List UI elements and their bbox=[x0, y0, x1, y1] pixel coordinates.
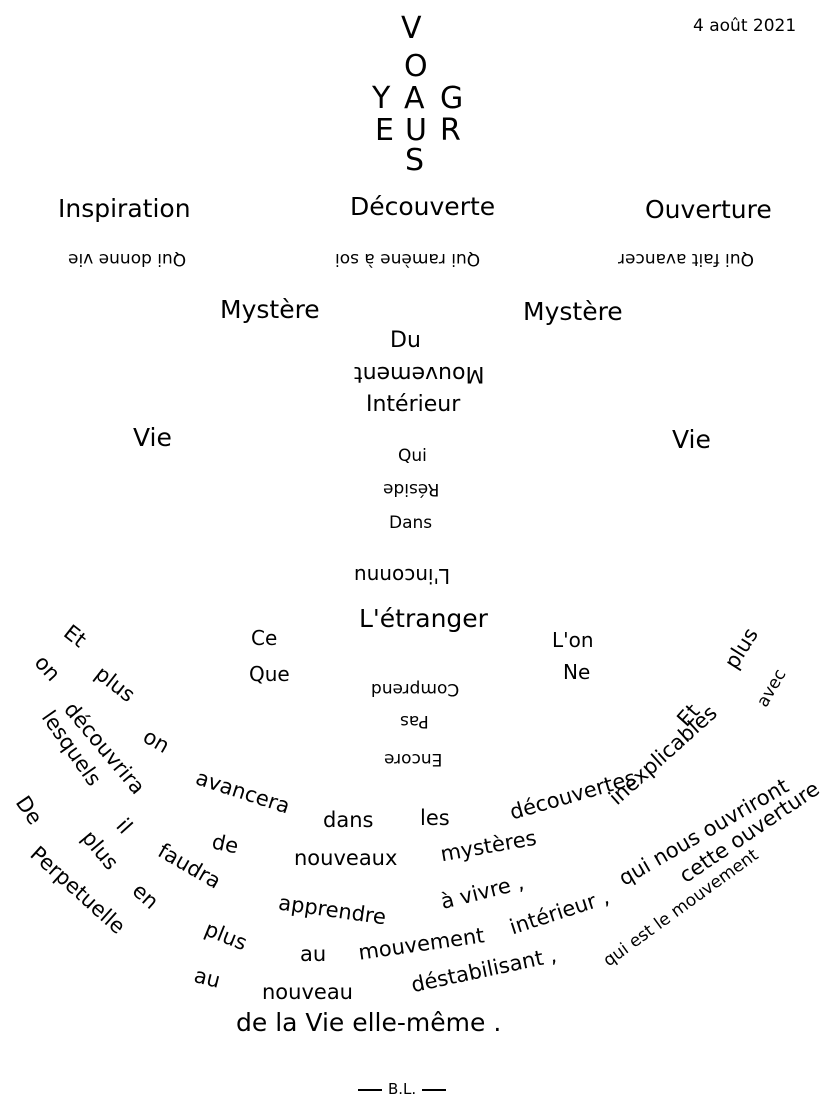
arc-apprendre: apprendre bbox=[276, 890, 388, 930]
final-line: de la Vie elle-même . bbox=[236, 1008, 502, 1037]
arc-avec: avec bbox=[752, 665, 791, 711]
arc-avancera: avancera bbox=[192, 765, 293, 819]
inverted-qui-ramene-a-soi: Qui ramène à soi bbox=[335, 249, 481, 269]
word-lon: L'on bbox=[552, 628, 594, 652]
signature-dash-right bbox=[422, 1088, 447, 1091]
word-letranger: L'étranger bbox=[359, 604, 488, 633]
arc-et-left: Et bbox=[59, 620, 91, 653]
date: 4 août 2021 bbox=[693, 16, 797, 36]
arc-il: il bbox=[111, 813, 138, 839]
word-qui: Qui bbox=[398, 446, 427, 466]
acrostic-letter-y: Y bbox=[372, 81, 392, 116]
arc-de-2: De bbox=[10, 791, 48, 829]
arc-nouveaux: nouveaux bbox=[294, 846, 398, 870]
acrostic-letter-r: R bbox=[440, 113, 462, 148]
arc-plus-right: plus bbox=[719, 623, 763, 674]
word-vie-right: Vie bbox=[672, 425, 711, 454]
arc-nouveau: nouveau bbox=[262, 980, 353, 1004]
acrostic-letter-a: A bbox=[404, 81, 426, 116]
arc-on-2: on bbox=[29, 650, 66, 686]
word-ce: Ce bbox=[251, 626, 278, 650]
inverted-encore: Encore bbox=[384, 749, 443, 769]
arc-au: au bbox=[300, 942, 327, 966]
arc-interieur-comma: intérieur , bbox=[506, 884, 613, 940]
acrostic-letter-v: V bbox=[401, 11, 423, 46]
arc-dans: dans bbox=[323, 808, 374, 832]
arc-a-vivre: à vivre , bbox=[438, 870, 527, 914]
acrostic-letter-o: O bbox=[404, 49, 429, 84]
acrostic-letter-s: S bbox=[405, 143, 426, 178]
inverted-qui-fait-avancer: Qui fait avancer bbox=[618, 249, 754, 269]
word-dans: Dans bbox=[389, 513, 433, 533]
acrostic-letter-u: U bbox=[405, 113, 428, 148]
inverted-reside: Réside bbox=[383, 479, 440, 499]
arc-on-1: on bbox=[139, 724, 174, 759]
inverted-pas: Pas bbox=[400, 711, 429, 731]
word-mystere-right: Mystère bbox=[523, 297, 623, 326]
word-ouverture: Ouverture bbox=[645, 195, 772, 224]
acrostic-letter-g: G bbox=[440, 81, 465, 116]
arc-inexplicables: inexplicables bbox=[604, 700, 722, 810]
inverted-mouvement: Mouvement bbox=[354, 361, 485, 386]
signature-dash-left bbox=[358, 1088, 382, 1091]
word-mystere-left: Mystère bbox=[220, 295, 320, 324]
arc-de: de bbox=[209, 829, 241, 859]
arc-plus-1: plus bbox=[90, 661, 140, 707]
word-vie-left: Vie bbox=[133, 423, 172, 452]
word-interieur: Intérieur bbox=[366, 392, 461, 417]
acrostic-letter-e: E bbox=[375, 113, 395, 148]
inverted-qui-donne-vie: Qui donne vie bbox=[68, 249, 187, 269]
arc-plus-3: plus bbox=[201, 916, 251, 956]
arc-mysteres: mystères bbox=[438, 825, 539, 867]
word-ne: Ne bbox=[563, 660, 591, 684]
arc-les: les bbox=[420, 806, 450, 830]
arc-en: en bbox=[127, 878, 164, 914]
inverted-comprend: Comprend bbox=[371, 679, 460, 699]
inverted-linconnu: L'inconnu bbox=[354, 564, 451, 588]
word-du: Du bbox=[390, 328, 421, 353]
word-que: Que bbox=[249, 662, 290, 686]
arc-mouvement: mouvement bbox=[356, 923, 486, 965]
word-inspiration: Inspiration bbox=[58, 194, 191, 223]
word-decouverte: Découverte bbox=[350, 192, 496, 221]
arc-au-2: au bbox=[191, 963, 223, 993]
signature: B.L. bbox=[352, 1082, 452, 1097]
